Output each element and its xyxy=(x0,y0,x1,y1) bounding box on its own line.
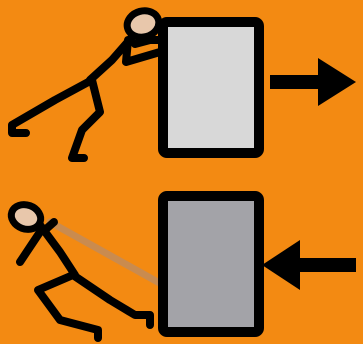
pushing-figure-arm-front xyxy=(135,40,160,44)
pushed-box xyxy=(163,22,259,153)
pulled-box xyxy=(163,196,259,332)
